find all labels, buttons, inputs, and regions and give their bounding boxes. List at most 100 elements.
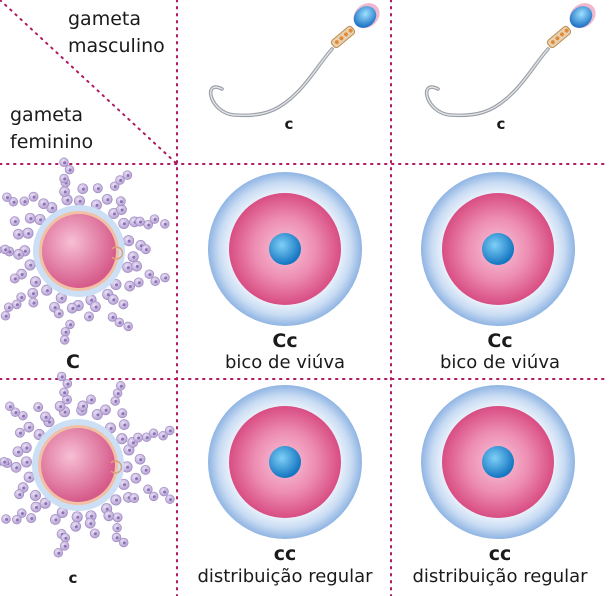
follicle-cell-nucleus	[69, 323, 73, 327]
follicle-cell-nucleus	[90, 298, 94, 302]
follicle-cell-nucleus	[32, 195, 36, 199]
follicle-cell-nucleus	[15, 518, 19, 522]
follicle-cell-nucleus	[128, 285, 132, 288]
follicle-cell-nucleus	[115, 283, 118, 287]
follicle-cell-nucleus	[104, 408, 108, 412]
follicle-cell-nucleus	[77, 304, 81, 308]
offspring-genotype: Cc	[487, 330, 513, 352]
offspring-genotype: Cc	[272, 330, 298, 352]
follicle-cell-nucleus	[121, 412, 125, 416]
follicle-cell-nucleus	[17, 450, 20, 454]
follicle-cell-nucleus	[132, 255, 136, 259]
follicle-cell-nucleus	[147, 488, 150, 492]
offspring-genotype: cc	[273, 543, 297, 565]
female-gamete-allele: C	[66, 351, 80, 373]
follicle-cell-nucleus	[145, 436, 149, 440]
follicle-cell-nucleus	[15, 303, 19, 307]
follicle-cell-nucleus	[119, 178, 123, 182]
follicle-cell-nucleus	[17, 233, 21, 237]
follicle-cell-nucleus	[135, 265, 139, 268]
offspring-phenotype: distribuição regular	[197, 566, 373, 587]
follicle-cell-nucleus	[54, 518, 58, 522]
follicle-cell-nucleus	[76, 515, 80, 519]
follicle-cell-nucleus	[38, 433, 42, 437]
zygote-icon	[421, 385, 575, 539]
male-gamete-label-line1: gameta	[68, 8, 141, 30]
follicle-cell-nucleus	[78, 199, 82, 203]
follicle-cell	[0, 246, 2, 254]
follicle-cell-nucleus	[35, 506, 38, 509]
follicle-cell-nucleus	[123, 423, 127, 427]
follicle-cell-nucleus	[19, 431, 22, 435]
follicle-cell-nucleus	[112, 212, 116, 216]
follicle-cell-nucleus	[116, 516, 120, 520]
male-gamete-allele: c	[496, 115, 506, 133]
follicle-cell-nucleus	[20, 273, 24, 276]
follicle-cell-nucleus	[23, 249, 27, 253]
follicle-cell-nucleus	[95, 203, 99, 207]
follicle-cell-nucleus	[44, 415, 48, 419]
male-gamete-label-line2: masculino	[68, 35, 165, 57]
follicle-cell-nucleus	[163, 222, 167, 226]
follicle-cell-nucleus	[22, 486, 26, 490]
follicle-cell-nucleus	[122, 541, 126, 545]
follicle-cell-nucleus	[14, 411, 18, 415]
follicle-cell-nucleus	[45, 289, 49, 293]
follicle-cell-nucleus	[66, 198, 70, 202]
follicle-cell-nucleus	[28, 426, 31, 429]
follicle-cell-nucleus	[71, 307, 75, 310]
follicle-cell-nucleus	[81, 187, 85, 191]
follicle-cell-nucleus	[135, 477, 138, 481]
follicle-cell-nucleus	[30, 517, 34, 520]
follicle-cell-nucleus	[63, 391, 67, 395]
follicle-cell-nucleus	[7, 306, 11, 310]
follicle-cell-nucleus	[20, 512, 24, 515]
follicle-cell-nucleus	[118, 321, 122, 325]
follicle-cell-nucleus	[152, 495, 156, 499]
follicle-cell-nucleus	[148, 273, 152, 277]
follicle-cell-nucleus	[96, 187, 100, 191]
follicle-cell-nucleus	[42, 202, 46, 206]
follicle-cell-nucleus	[44, 502, 48, 506]
follicle-cell-nucleus	[64, 536, 68, 540]
follicle-cell-nucleus	[144, 468, 148, 472]
follicle-cell-nucleus	[28, 476, 32, 480]
follicle-cell-nucleus	[126, 266, 130, 270]
follicle-cell-nucleus	[53, 306, 57, 310]
follicle-cell-nucleus	[93, 532, 97, 536]
follicle-cell-nucleus	[119, 200, 123, 204]
follicle-cell-nucleus	[64, 330, 68, 334]
follicle-cell-nucleus	[164, 276, 168, 280]
zygote-icon	[208, 172, 362, 326]
follicle-cell-nucleus	[8, 405, 12, 409]
follicle-cell-nucleus	[133, 497, 137, 500]
follicle-cell-nucleus	[5, 517, 9, 521]
follicle-cell-nucleus	[18, 493, 22, 497]
sperm-icon	[424, 0, 603, 118]
follicle-cell-nucleus	[94, 305, 98, 309]
follicle-cell-nucleus	[59, 405, 63, 409]
follicle-cell-nucleus	[127, 239, 131, 243]
follicle-cell-nucleus	[27, 232, 31, 236]
follicle-cell-nucleus	[90, 398, 94, 402]
follicle-cell-nucleus	[4, 248, 8, 252]
follicle-cell-nucleus	[63, 177, 67, 181]
egg-cell-body	[32, 204, 126, 298]
follicle-cell-nucleus	[137, 436, 141, 440]
follicle-cell-nucleus	[32, 301, 36, 305]
follicle-cell-nucleus	[88, 315, 92, 319]
follicle-cell-nucleus	[39, 218, 43, 222]
zygote-icon	[421, 172, 575, 326]
follicle-cell-nucleus	[63, 190, 67, 194]
egg-cell-icon	[0, 371, 175, 558]
sperm-icon	[208, 0, 387, 118]
follicle-cell-nucleus	[137, 281, 141, 285]
follicle-cell-nucleus	[4, 314, 8, 318]
offspring-phenotype: bico de viúva	[224, 352, 346, 373]
follicle-cell-nucleus	[90, 514, 94, 518]
follicle-cell-nucleus	[147, 223, 151, 227]
follicle-cell-nucleus	[116, 526, 120, 530]
follicle-cell-nucleus	[120, 208, 124, 212]
